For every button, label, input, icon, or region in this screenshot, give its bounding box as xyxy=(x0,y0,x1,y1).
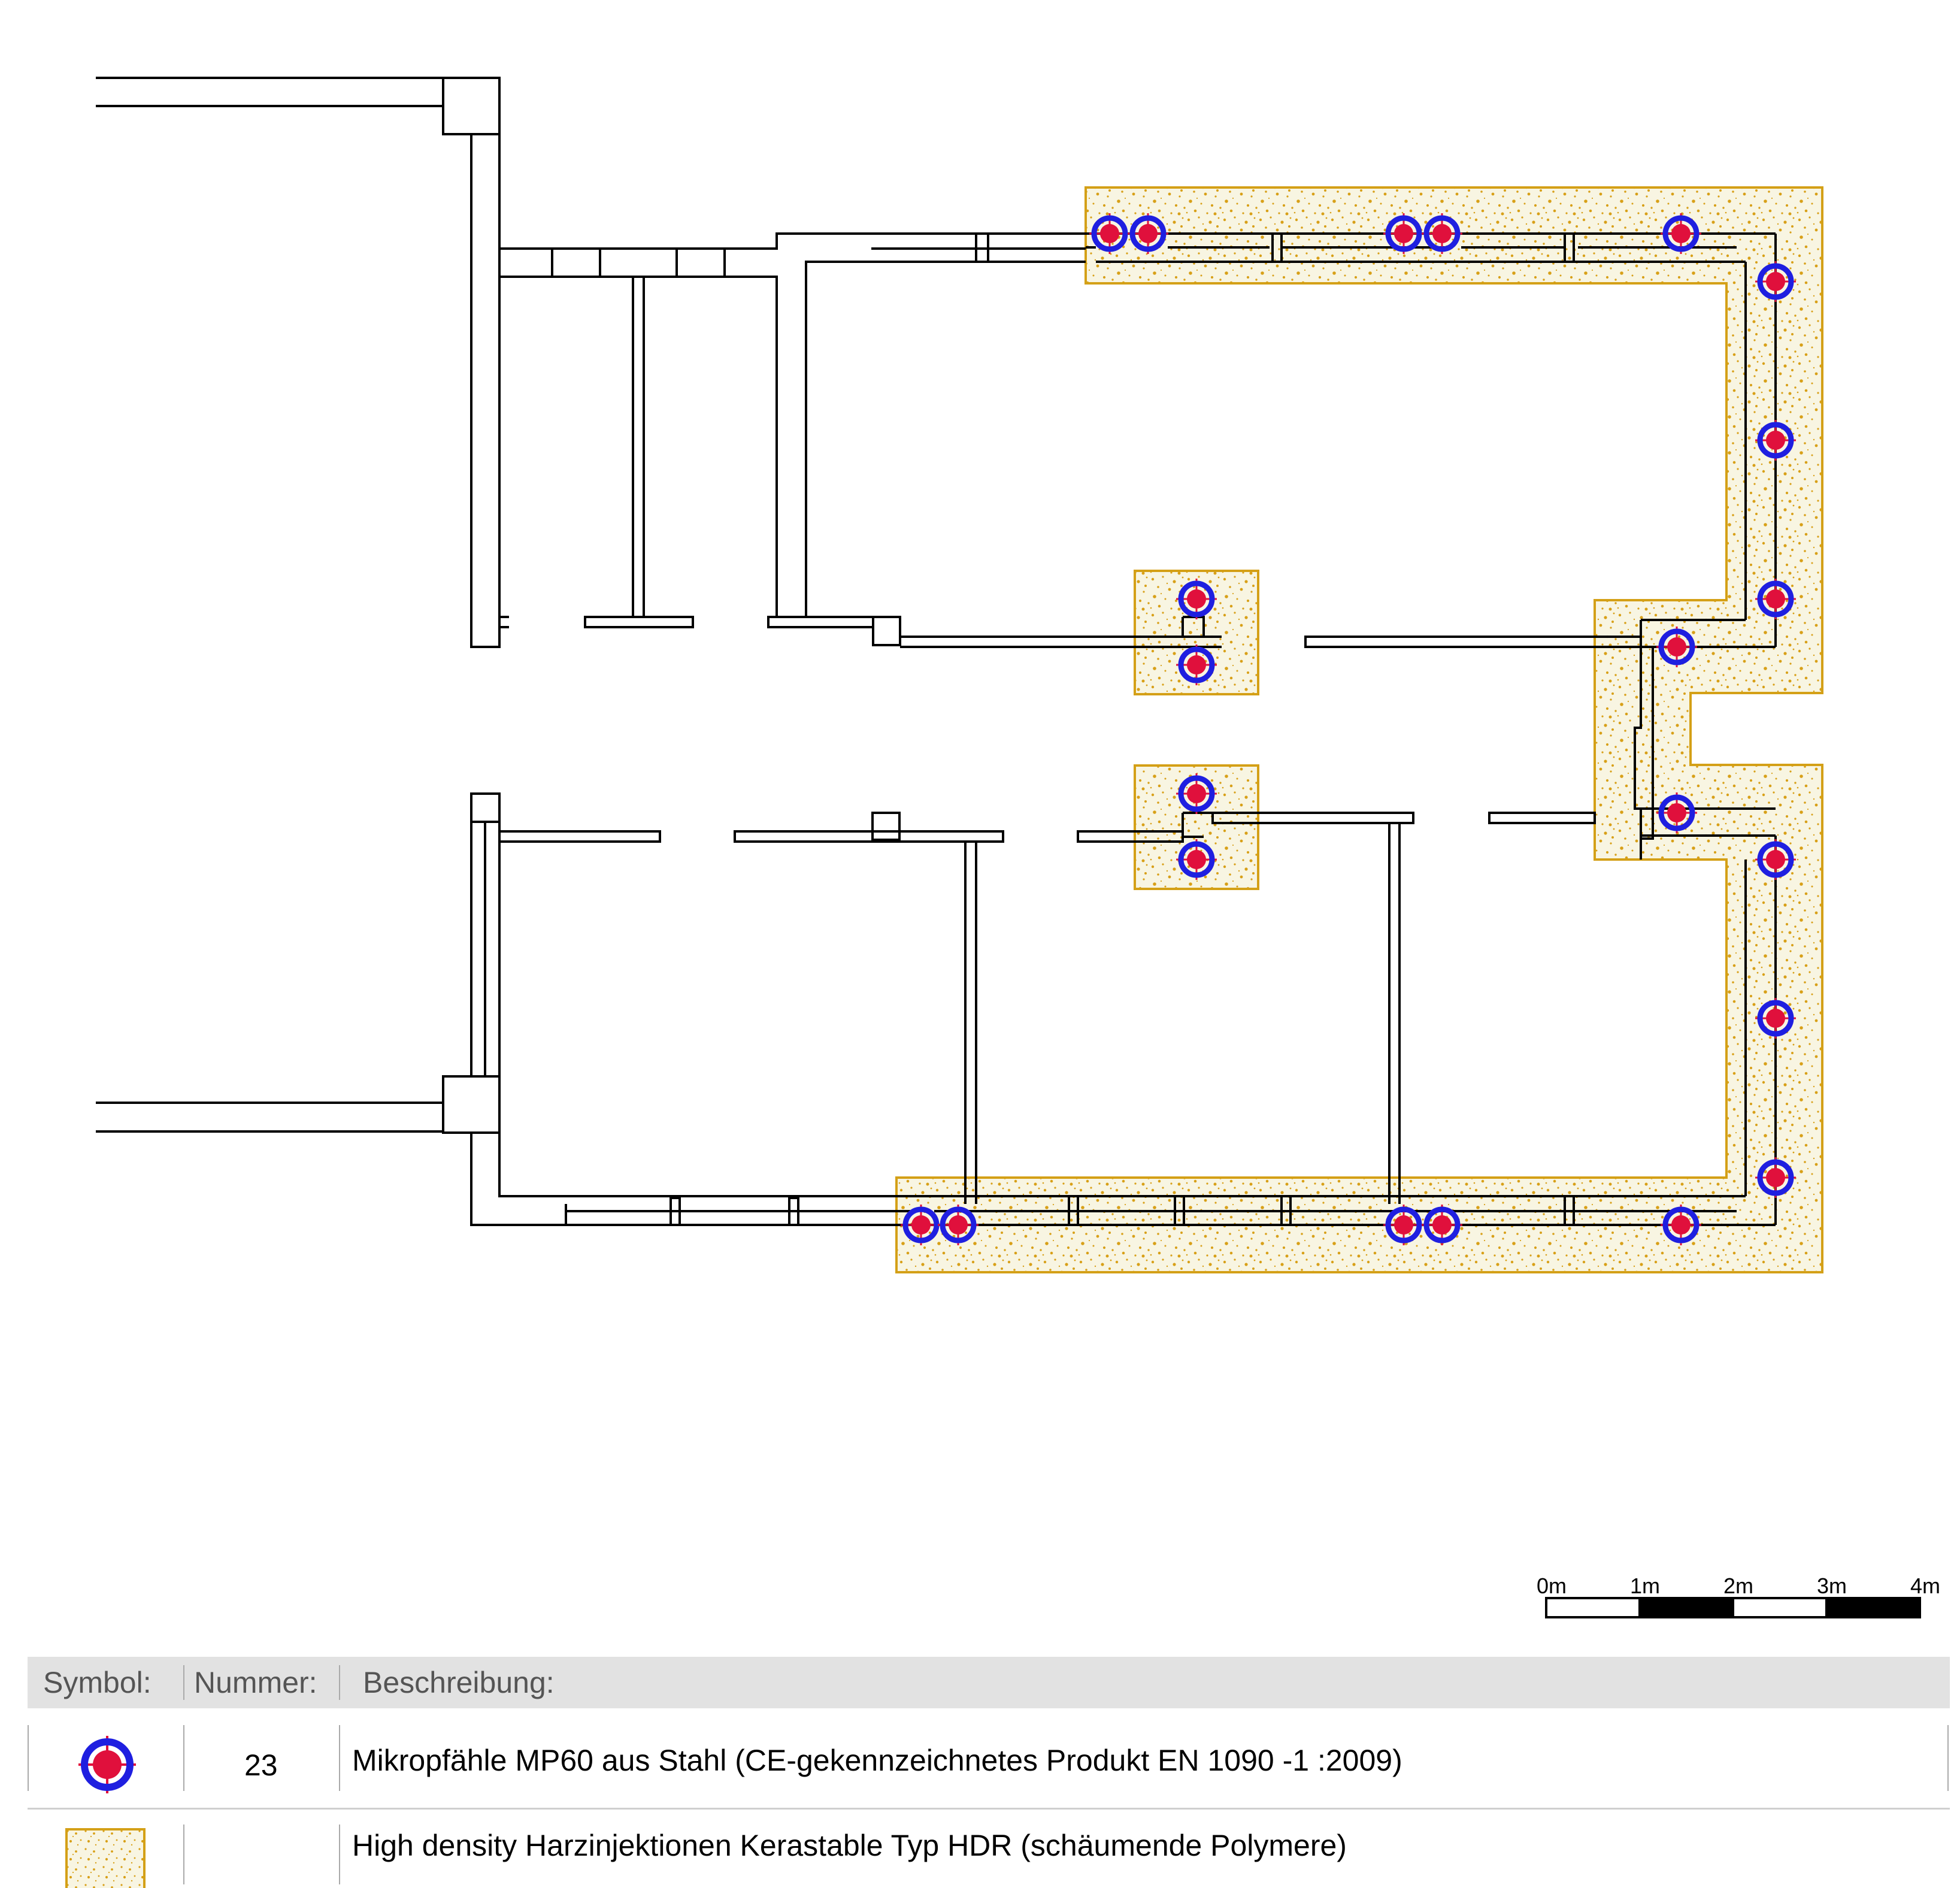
micropile-marker xyxy=(1128,213,1168,254)
legend-row-resin: High density Harzinjektionen Kerastable … xyxy=(28,1811,1950,1888)
row-edge xyxy=(28,1725,29,1791)
scale-segment-2 xyxy=(1638,1597,1734,1618)
walls xyxy=(96,77,1777,1226)
micropile-marker xyxy=(1176,645,1217,685)
scale-segment-4 xyxy=(1825,1597,1921,1618)
micropiles xyxy=(901,213,1796,1245)
header-divider xyxy=(183,1665,184,1700)
resin-injection-icon xyxy=(65,1828,146,1888)
micropile-marker xyxy=(1755,1157,1796,1198)
row-edge xyxy=(1947,1725,1949,1791)
scale-label-4: 4m xyxy=(1910,1574,1940,1598)
row-divider xyxy=(183,1825,184,1884)
scale-label-2: 2m xyxy=(1723,1574,1753,1598)
row-separator xyxy=(28,1808,1950,1810)
micropile-count: 23 xyxy=(244,1748,278,1782)
micropile-marker xyxy=(1422,1205,1462,1245)
micropile-marker xyxy=(1755,998,1796,1039)
resin-injection-zones xyxy=(895,186,1823,1273)
resin-description: High density Harzinjektionen Kerastable … xyxy=(352,1829,1347,1862)
scale-label-1: 1m xyxy=(1630,1574,1660,1598)
header-symbol: Symbol: xyxy=(43,1666,152,1699)
micropile-description: Mikropfähle MP60 aus Stahl (CE-gekennzei… xyxy=(352,1744,1402,1777)
row-divider xyxy=(339,1825,340,1884)
micropile-icon xyxy=(78,1736,136,1793)
header-number: Nummer: xyxy=(194,1666,317,1699)
scale-segment-3 xyxy=(1732,1597,1828,1618)
scale-bar: 0m 1m 2m 3m 4m xyxy=(1537,1574,1940,1618)
scale-segment-1 xyxy=(1545,1597,1641,1618)
micropile-marker xyxy=(1176,839,1217,880)
header-description: Beschreibung: xyxy=(363,1666,555,1699)
scale-label-3: 3m xyxy=(1817,1574,1847,1598)
row-divider xyxy=(183,1725,184,1791)
legend-header: Symbol: Nummer: Beschreibung: xyxy=(28,1657,1950,1708)
micropile-marker xyxy=(1383,213,1424,254)
micropile-marker xyxy=(1422,213,1462,254)
micropile-marker xyxy=(1755,261,1796,302)
row-divider xyxy=(339,1725,340,1791)
micropile-marker xyxy=(1176,579,1217,619)
micropile-marker xyxy=(1755,579,1796,619)
micropile-marker xyxy=(938,1205,979,1245)
legend-table: Symbol: Nummer: Beschreibung: 23 Mikropf… xyxy=(28,1657,1950,1888)
micropile-marker xyxy=(1656,627,1697,667)
micropile-marker xyxy=(1661,213,1701,254)
micropile-marker xyxy=(1383,1205,1424,1245)
resin-zone-perimeter xyxy=(895,186,1823,1273)
micropile-marker xyxy=(1755,420,1796,461)
micropile-marker xyxy=(1176,773,1217,814)
legend-row-micropiles: 23 Mikropfähle MP60 aus Stahl (CE-gekenn… xyxy=(28,1708,1950,1828)
micropile-marker xyxy=(1089,213,1130,254)
scale-label-0: 0m xyxy=(1537,1574,1567,1598)
micropile-marker xyxy=(901,1205,941,1245)
micropile-marker xyxy=(1755,839,1796,880)
header-divider xyxy=(339,1665,340,1700)
micropile-marker xyxy=(1661,1205,1701,1245)
micropile-marker xyxy=(1656,792,1697,833)
